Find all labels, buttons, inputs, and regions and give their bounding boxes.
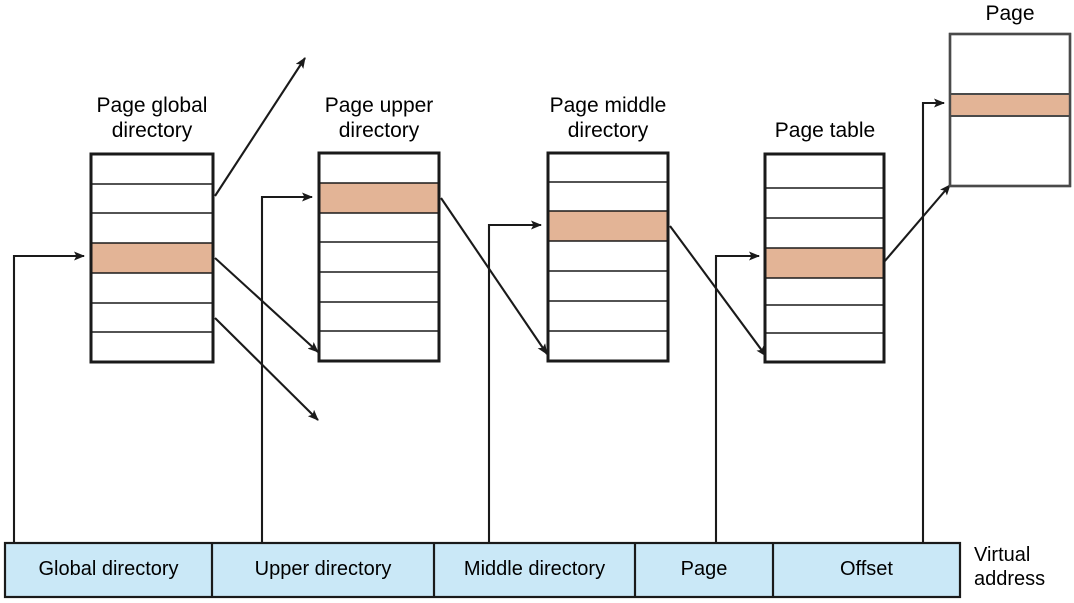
connector-page-segment <box>714 251 760 543</box>
page-table-box[interactable] <box>763 152 886 364</box>
page-frame-box[interactable] <box>948 32 1072 188</box>
va-segment-offset[interactable]: Offset <box>840 558 893 580</box>
page-upper-directory-box[interactable] <box>317 151 441 363</box>
page-middle-directory-label: Page middle directory <box>549 94 667 142</box>
virtual-address-caption: Virtual address <box>974 544 1046 590</box>
va-segment-global-directory[interactable]: Global directory <box>38 558 179 580</box>
page-global-directory-box[interactable] <box>89 152 215 364</box>
arrow-pgd-row2-out <box>214 57 306 197</box>
page-upper-directory-label: Page upper directory <box>324 94 434 142</box>
va-segment-page[interactable]: Page <box>680 558 728 580</box>
va-segment-upper-directory[interactable]: Upper directory <box>254 558 392 580</box>
connector-global-directory <box>12 251 85 543</box>
arrow-pmd-highlight-to-pagetable <box>669 225 767 357</box>
arrow-pagetable-highlight-to-page <box>883 184 951 263</box>
connector-upper-directory <box>260 192 313 543</box>
arrow-pgd-row6-out <box>214 317 319 421</box>
page-table-label: Page table <box>774 119 876 142</box>
connector-offset-segment <box>921 98 945 543</box>
virtual-address-bar[interactable] <box>3 541 962 599</box>
arrow-pud-highlight-to-pmd <box>440 197 548 355</box>
page-middle-directory-box[interactable] <box>546 151 670 363</box>
va-segment-middle-directory[interactable]: Middle directory <box>463 558 606 580</box>
page-frame-label: Page <box>985 2 1035 25</box>
page-global-directory-label: Page global directory <box>96 94 208 142</box>
connector-middle-directory <box>487 220 542 543</box>
arrow-pgd-highlight-to-pud <box>214 257 319 353</box>
